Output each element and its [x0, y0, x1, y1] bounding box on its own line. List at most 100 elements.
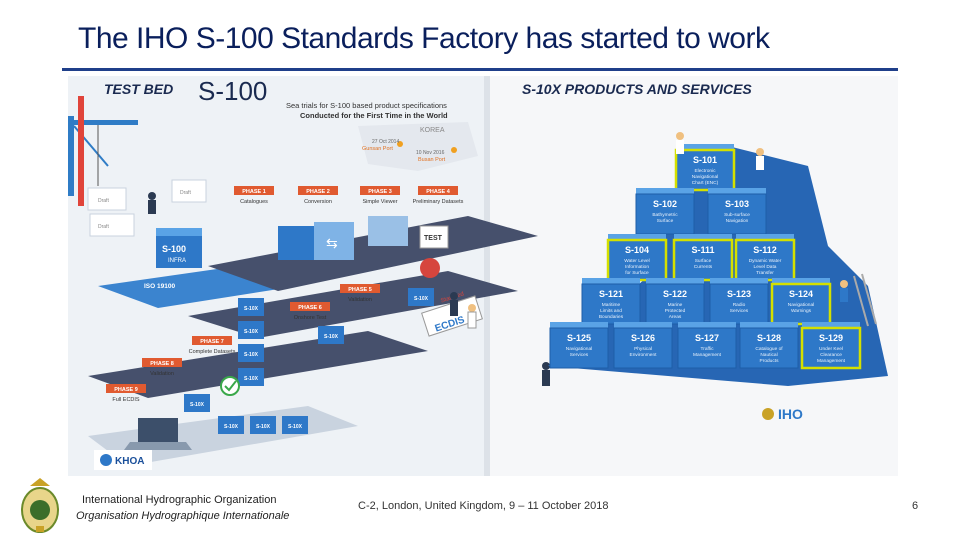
phase-label: PHASE 3: [368, 189, 392, 195]
phase-desc: Preliminary Datasets: [413, 199, 464, 205]
phase-label: PHASE 1: [242, 189, 266, 195]
map-pin-icon: [451, 147, 457, 153]
phase-label: PHASE 9: [114, 387, 138, 393]
phase-desc: Complete Datasets: [189, 349, 236, 355]
korea-label: KOREA: [420, 127, 445, 134]
loc1-name: Gunsan Port: [362, 146, 393, 152]
s10x-label: S-10X: [244, 329, 259, 335]
product-block-top: [802, 322, 860, 330]
conveyor-belt-lower: [88, 331, 428, 398]
khoa-emblem-icon: [100, 454, 112, 466]
fold-line: [484, 76, 490, 476]
phase-desc: Conversion: [304, 199, 332, 205]
product-block: [709, 283, 769, 325]
product-block-top: [772, 278, 830, 286]
loc2-date: 10 Nov 2016: [416, 150, 445, 156]
org-name-en: International Hydrographic Organization: [82, 494, 277, 506]
s10x-box: [250, 416, 276, 434]
draft-label: Draft: [98, 198, 109, 204]
s10x-box: [184, 394, 210, 412]
s100-logo-text: S-100: [198, 76, 267, 106]
s10x-label: S-10X: [256, 424, 271, 430]
phase-label: PHASE 2: [306, 189, 330, 195]
machine-block: [278, 226, 314, 260]
products-heading: S-10X PRODUCTS AND SERVICES: [522, 81, 752, 97]
khoa-label: KHOA: [115, 456, 144, 467]
laptop-icon: [138, 418, 178, 442]
s10x-label: S-10X: [224, 424, 239, 430]
product-block-top: [710, 278, 768, 286]
test-bed-label: TEST BED: [104, 81, 173, 97]
iho-emblem-icon: [762, 408, 774, 420]
s10x-box: [238, 368, 264, 386]
slide-title: The IHO S-100 Standards Factory has star…: [78, 22, 770, 55]
poster-illustration: TEST BED S-100 Sea trials for S-100 base…: [68, 76, 898, 476]
s10x-box: [408, 288, 434, 306]
product-block: [645, 283, 705, 325]
draft-label: Draft: [98, 224, 109, 230]
climber-figures: [676, 132, 877, 327]
s10x-box: [218, 416, 244, 434]
product-block-top: [582, 278, 640, 286]
product-block: [672, 238, 734, 282]
product-block: [613, 327, 673, 369]
test-sign: [419, 225, 449, 249]
sea-trials-line1: Sea trials for S-100 based product speci…: [286, 101, 447, 110]
phase-label: PHASE 4: [426, 189, 450, 195]
product-block: [635, 193, 695, 235]
infra-label: S-100: [162, 244, 186, 254]
product-code: S-128: [757, 333, 781, 343]
product-block: [606, 238, 668, 282]
product-block-top: [678, 322, 736, 330]
product-code: S-111: [691, 245, 714, 255]
phase-label: PHASE 7: [200, 339, 224, 345]
product-code: S-126: [631, 333, 655, 343]
org-name-fr: Organisation Hydrographique Internationa…: [76, 510, 290, 522]
s10x-label: S-10X: [244, 306, 259, 312]
phase-desc: Simple Viewer: [362, 199, 397, 205]
s10x-box: [238, 344, 264, 362]
product-block: [674, 148, 736, 192]
product-block: [581, 283, 641, 325]
product-code: S-104: [625, 245, 649, 255]
product-block-top: [708, 188, 766, 196]
product-code: S-121: [599, 289, 623, 299]
phase-badge: [418, 186, 458, 195]
sea-trials-line2: Conducted for the First Time in the Worl…: [300, 111, 448, 120]
crane-icon: [68, 96, 138, 206]
phase-desc: Validation: [348, 297, 372, 303]
draft-boxes: Draft Draft Draft: [87, 179, 207, 237]
product-block: [800, 326, 862, 370]
product-block-top: [608, 234, 666, 242]
product-code: S-103: [725, 199, 749, 209]
s10x-label: S-10X: [244, 352, 259, 358]
machine-block: [368, 216, 408, 246]
phase-label: PHASE 6: [298, 305, 322, 311]
s10x-label: S-10X: [288, 424, 303, 430]
iso-label: ISO 19100: [144, 283, 175, 290]
poster-image: TEST BED S-100 Sea trials for S-100 base…: [68, 76, 898, 476]
product-block: [677, 327, 737, 369]
product-block: [734, 238, 796, 282]
infra-sub: INFRA: [168, 258, 186, 264]
product-code: S-125: [567, 333, 591, 343]
phase-badge: [142, 358, 182, 367]
product-block: [739, 327, 799, 369]
product-code: S-124: [789, 289, 813, 299]
product-block: [549, 327, 609, 369]
stamp-icon: [420, 258, 440, 278]
phase-badge: [298, 186, 338, 195]
phase-label: PHASE 8: [150, 361, 174, 367]
conveyor-belt-upper: [208, 216, 538, 291]
product-block-top: [674, 234, 732, 242]
product-code: S-101: [693, 155, 717, 165]
draft-label: Draft: [180, 190, 191, 196]
